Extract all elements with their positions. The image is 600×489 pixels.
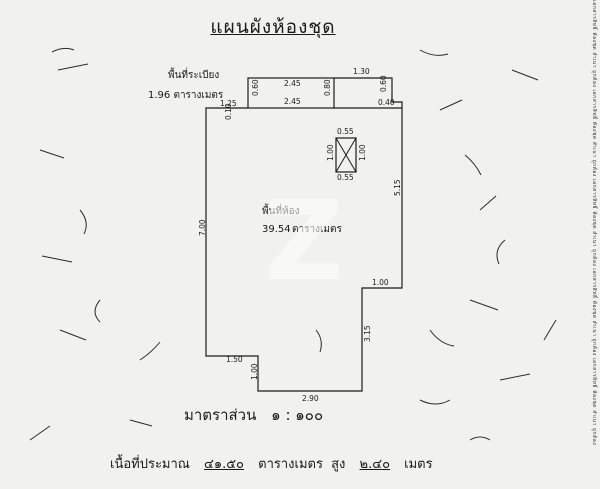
dim-left-height: 7.00 <box>198 219 207 236</box>
scale-label: มาตราส่วน <box>184 406 257 424</box>
scale-value: ๑ : ๑๐๐ <box>271 406 324 424</box>
dim-balcony-right: 0.80 <box>323 79 332 96</box>
side-security-text: เอกสารสิทธิ์ ห้องชุด สำเนา ถูกต้อง เอกสา… <box>591 0 597 446</box>
dim-shaft-top: 0.55 <box>337 127 354 136</box>
dim-right-lower: 3.15 <box>363 325 372 342</box>
background-scribbles <box>29 47 557 441</box>
dim-right-notch: 1.00 <box>372 278 389 287</box>
dim-right-upper: 5.15 <box>393 179 402 196</box>
balcony-outline <box>247 77 335 109</box>
area-value: ๔๑.๕๐ <box>204 457 244 472</box>
room-area-value: 39.54 <box>262 224 291 235</box>
room-outline <box>205 107 403 392</box>
scale-line: มาตราส่วน ๑ : ๑๐๐ <box>184 403 333 427</box>
dim-shaft-left: 1.00 <box>326 144 335 161</box>
room-label: พื้นที่ห้อง <box>262 203 300 217</box>
area-label: เนื้อที่ประมาณ <box>110 457 190 472</box>
dim-shaft-right: 1.00 <box>358 144 367 161</box>
dim-bottom-step: 1.00 <box>250 363 259 380</box>
height-label: สูง <box>331 457 346 472</box>
shaft-cross-b <box>335 137 357 173</box>
dim-bottom-left: 1.50 <box>226 355 243 364</box>
shaft-box <box>335 137 357 173</box>
dim-balcony-bottom: 2.45 <box>284 97 301 106</box>
dim-wall-gap: 0.10 <box>224 103 233 120</box>
dim-top-left: 1.25 <box>220 99 237 108</box>
dim-right-step: 0.60 <box>379 75 388 92</box>
watermark-logo: Z <box>264 177 344 305</box>
dim-shaft-bottom: 0.55 <box>337 173 354 182</box>
area-summary-line: เนื้อที่ประมาณ ๔๑.๕๐ ตารางเมตร สูง ๒.๔๐ … <box>110 453 437 474</box>
balcony-area: 1.96 ตารางเมตร <box>148 90 224 101</box>
area-unit: ตารางเมตร <box>258 457 323 472</box>
height-unit: เมตร <box>404 457 433 472</box>
room-area-unit: ตารางเมตร <box>292 224 342 235</box>
dim-top-right: 1.30 <box>353 67 370 76</box>
dim-balcony-top: 2.45 <box>284 79 301 88</box>
height-value: ๒.๔๐ <box>359 457 391 472</box>
dim-balcony-left: 0.60 <box>251 79 260 96</box>
dim-notch: 0.40 <box>378 98 395 107</box>
balcony-label: พื้นที่ระเบียง <box>168 67 219 81</box>
plan-title: แผนผังห้องชุด <box>210 16 336 38</box>
dim-bottom-width: 2.90 <box>302 394 319 403</box>
